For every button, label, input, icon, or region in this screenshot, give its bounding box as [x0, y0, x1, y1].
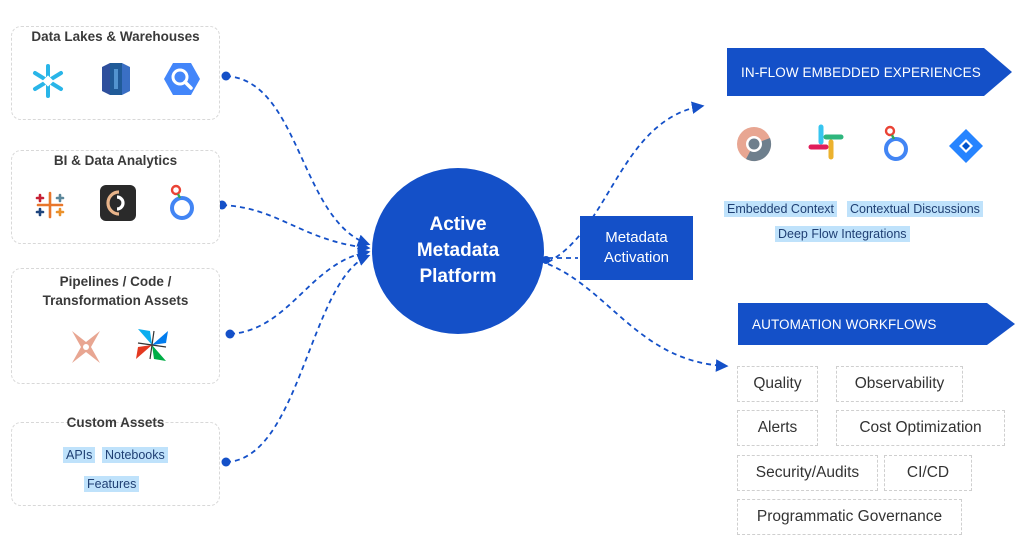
- banner-label: AUTOMATION WORKFLOWS: [752, 316, 937, 332]
- connector-automation: [547, 263, 729, 372]
- chip-features: Features: [84, 476, 140, 492]
- connector-dot: [542, 256, 550, 264]
- activation-line1: Metadata: [605, 229, 668, 246]
- workflow-alerts: Alerts: [737, 410, 818, 446]
- chip-embedded-context: Embedded Context: [724, 201, 838, 217]
- snowflake-icon: [28, 61, 68, 101]
- looker-icon: [876, 124, 916, 164]
- tableau-icon: [30, 185, 70, 225]
- workflow-cost-optimization: Cost Optimization: [836, 410, 1005, 446]
- bigquery-icon: [162, 59, 202, 99]
- chip-deep-flow-integrations: Deep Flow Integrations: [775, 226, 910, 242]
- source-title: Custom Assets: [66, 415, 165, 430]
- connector-pipelines: [229, 247, 371, 335]
- redshift-icon: [96, 59, 136, 99]
- chip-apis: APIs: [63, 447, 96, 463]
- airflow-icon: [132, 325, 172, 365]
- source-box-pipelines: Pipelines / Code / Transformation Assets: [11, 268, 220, 384]
- connector-dot: [221, 71, 231, 81]
- slack-icon: [806, 122, 846, 162]
- source-box-custom: Custom Assets APIs Notebooks Features: [11, 415, 220, 506]
- embedded-experiences-banner: IN-FLOW EMBEDDED EXPERIENCES: [727, 48, 1012, 96]
- workflow-observability: Observability: [836, 366, 963, 402]
- connector-warehouses: [225, 75, 371, 247]
- source-title: Data Lakes & Warehouses: [31, 29, 200, 44]
- hub-line2: Metadata: [416, 240, 500, 261]
- connector-embedded: [547, 101, 705, 263]
- automation-workflows-banner: AUTOMATION WORKFLOWS: [738, 303, 1015, 345]
- workflow-quality: Quality: [737, 366, 818, 402]
- workflow-programmatic-governance: Programmatic Governance: [737, 499, 962, 535]
- connector-dot: [225, 329, 235, 339]
- looker-icon: [162, 183, 202, 223]
- metadata-activation-box: Metadata Activation: [580, 216, 693, 280]
- hub-line3: Platform: [419, 266, 497, 287]
- activation-line2: Activation: [603, 249, 670, 266]
- workflow-ci-cd: CI/CD: [884, 455, 972, 491]
- chip-notebooks: Notebooks: [102, 447, 168, 463]
- connector-dot: [221, 457, 231, 467]
- dbt-icon: [66, 327, 106, 367]
- chrome-icon: [734, 124, 774, 164]
- source-title-line2: Transformation Assets: [42, 293, 189, 308]
- source-box-bi: BI & Data Analytics: [11, 150, 220, 244]
- hub-line1: Active: [429, 214, 487, 235]
- connector-bi: [221, 204, 371, 254]
- source-title-line1: Pipelines / Code /: [59, 274, 172, 289]
- source-box-data-lakes: Data Lakes & Warehouses: [11, 26, 220, 120]
- banner-label: IN-FLOW EMBEDDED EXPERIENCES: [741, 64, 981, 80]
- workflow-security-audits: Security/Audits: [737, 455, 878, 491]
- jira-icon: [946, 126, 986, 166]
- sigma-icon: [98, 183, 138, 223]
- chip-contextual-discussions: Contextual Discussions: [847, 201, 983, 217]
- source-title: BI & Data Analytics: [53, 153, 178, 168]
- active-metadata-platform-hub: Active Metadata Platform: [372, 168, 544, 334]
- connector-custom: [225, 254, 371, 463]
